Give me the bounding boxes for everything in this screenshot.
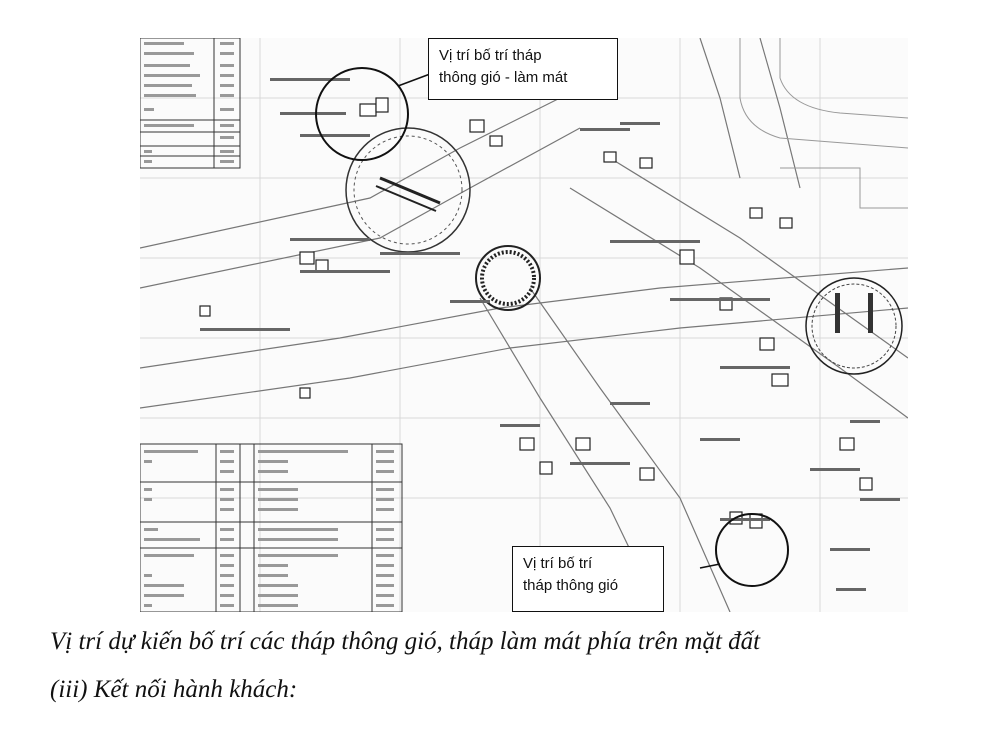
site-plan-drawing: [140, 38, 908, 612]
section-subheading: (iii) Kết nối hành khách:: [50, 676, 298, 703]
tower-symbols: [199, 97, 873, 529]
callout-circles: [315, 67, 789, 587]
top-left-table: [140, 38, 241, 169]
background-grid: [140, 38, 908, 612]
central-roundabout: [475, 245, 541, 311]
callout-bottom-line-1: Vị trí bố trí: [523, 555, 593, 572]
callout-top-line-2: thông gió - làm mát: [439, 69, 568, 86]
bottom-left-table: [140, 443, 403, 612]
figure-caption: Vị trí dự kiến bố trí các tháp thông gió…: [50, 628, 761, 655]
callout-bottom-line-2: tháp thông gió: [523, 577, 619, 594]
sunken-garden: [805, 277, 903, 375]
map-label-marks: [200, 78, 900, 591]
bottom-left-table-text: [144, 450, 394, 607]
top-left-table-text: [144, 42, 234, 163]
callout-top-line-1: Vị trí bố trí tháp: [439, 47, 542, 64]
callout-leaders: [397, 73, 721, 569]
site-plan-figure: Vị trí bố trí tháp thông gió - làm mát V…: [140, 38, 908, 612]
atrium-circle: [345, 127, 471, 253]
building-outlines: [739, 38, 908, 209]
callout-top-label: Vị trí bố trí tháp thông gió - làm mát: [428, 38, 618, 100]
road-lines: [140, 38, 908, 612]
callout-bottom-label: Vị trí bố trí tháp thông gió: [512, 546, 664, 612]
